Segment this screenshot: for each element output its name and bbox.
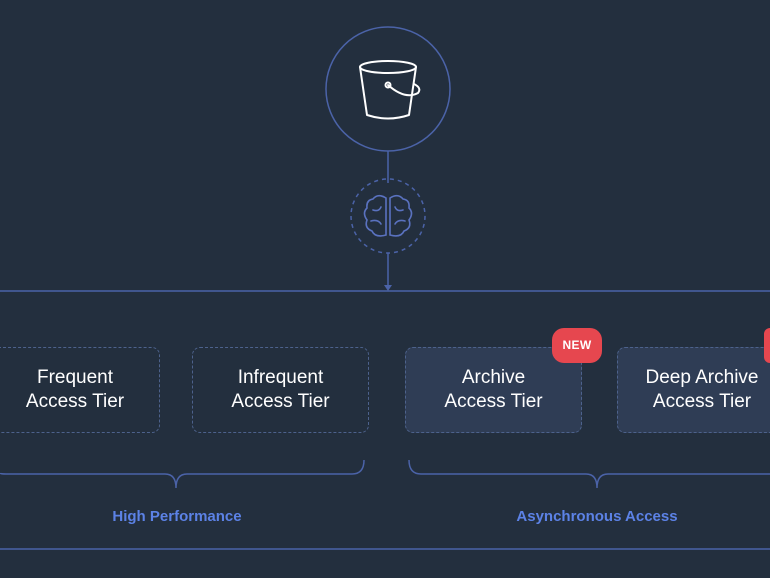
new-badge: NEW: [552, 328, 602, 363]
brain-circle: [350, 178, 426, 254]
brain-icon: [363, 194, 413, 237]
asynchronous-access-brace: [408, 459, 770, 489]
asynchronous-access-label: Asynchronous Access: [516, 508, 678, 525]
tier-line1: Frequent: [36, 367, 114, 388]
tier-line1: Archive: [461, 367, 526, 388]
tier-line2: Access Tier: [444, 391, 543, 412]
high-performance-label: High Performance: [112, 508, 242, 525]
new-badge-partial: [764, 328, 770, 363]
tier-line1: Deep Archive: [645, 367, 759, 388]
deep-archive-access-tier: Deep Archive Access Tier: [617, 347, 770, 433]
infrequent-access-tier: Infrequent Access Tier: [192, 347, 369, 433]
bucket-icon: [359, 60, 421, 120]
bucket-circle: [325, 26, 451, 152]
tier-line2: Access Tier: [652, 391, 752, 412]
tier-line2: Access Tier: [25, 391, 125, 412]
high-performance-brace: [0, 459, 365, 489]
tier-line1: Infrequent: [237, 367, 324, 388]
frequent-access-tier: Frequent Access Tier: [0, 347, 160, 433]
tier-line2: Access Tier: [231, 391, 330, 412]
archive-access-tier: Archive Access Tier: [405, 347, 582, 433]
